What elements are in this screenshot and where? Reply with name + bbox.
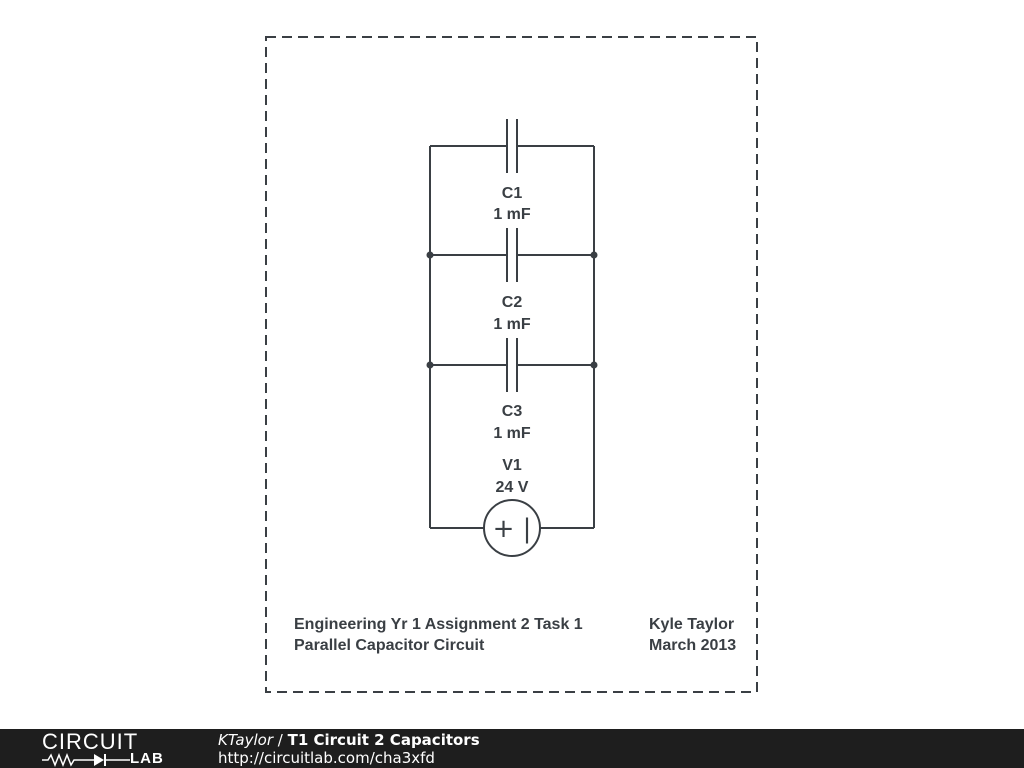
junction-node	[426, 361, 434, 369]
c1-value-label: 1 mF	[493, 206, 531, 223]
v1-ref-label: V1	[502, 457, 522, 474]
title-block-line2: Parallel Capacitor Circuit	[294, 637, 485, 654]
junction-node	[590, 251, 598, 259]
v1-value-label: 24 V	[496, 479, 529, 496]
title-block-author: Kyle Taylor	[649, 616, 734, 633]
title-separator: /	[273, 731, 288, 749]
logo-lab-text: LAB	[130, 750, 164, 767]
footer-bar: CIRCUIT LAB KTaylor / T1 Circuit 2 Capac…	[0, 729, 1024, 768]
circuit-title[interactable]: T1 Circuit 2 Capacitors	[287, 731, 480, 749]
c2-value-label: 1 mF	[493, 316, 531, 333]
junction-node	[426, 251, 434, 259]
capacitor-c2	[430, 228, 594, 282]
source-polarity-symbol: + |	[493, 514, 532, 544]
schematic-canvas: C1 1 mF C2 1 mF C3 1 mF V1 24 V + | Engi…	[265, 36, 758, 693]
title-block-line1: Engineering Yr 1 Assignment 2 Task 1	[294, 616, 583, 633]
capacitor-c3	[430, 338, 594, 392]
circuit-url[interactable]: http://circuitlab.com/cha3xfd	[218, 749, 435, 767]
title-block-date: March 2013	[649, 637, 736, 654]
voltage-source-v1: + |	[430, 499, 594, 557]
resistor-diode-icon	[42, 753, 130, 767]
c2-ref-label: C2	[502, 294, 523, 311]
author-link[interactable]: KTaylor	[218, 731, 274, 749]
capacitor-c1	[430, 119, 594, 173]
logo-circuit-text: CIRCUIT	[42, 729, 139, 754]
c1-ref-label: C1	[502, 185, 523, 202]
circuit-title-line: KTaylor / T1 Circuit 2 Capacitors	[218, 731, 480, 749]
c3-ref-label: C3	[502, 403, 523, 420]
circuitlab-logo[interactable]: CIRCUIT LAB	[42, 731, 182, 767]
junction-node	[590, 361, 598, 369]
schematic-frame	[265, 36, 758, 693]
c3-value-label: 1 mF	[493, 425, 531, 442]
